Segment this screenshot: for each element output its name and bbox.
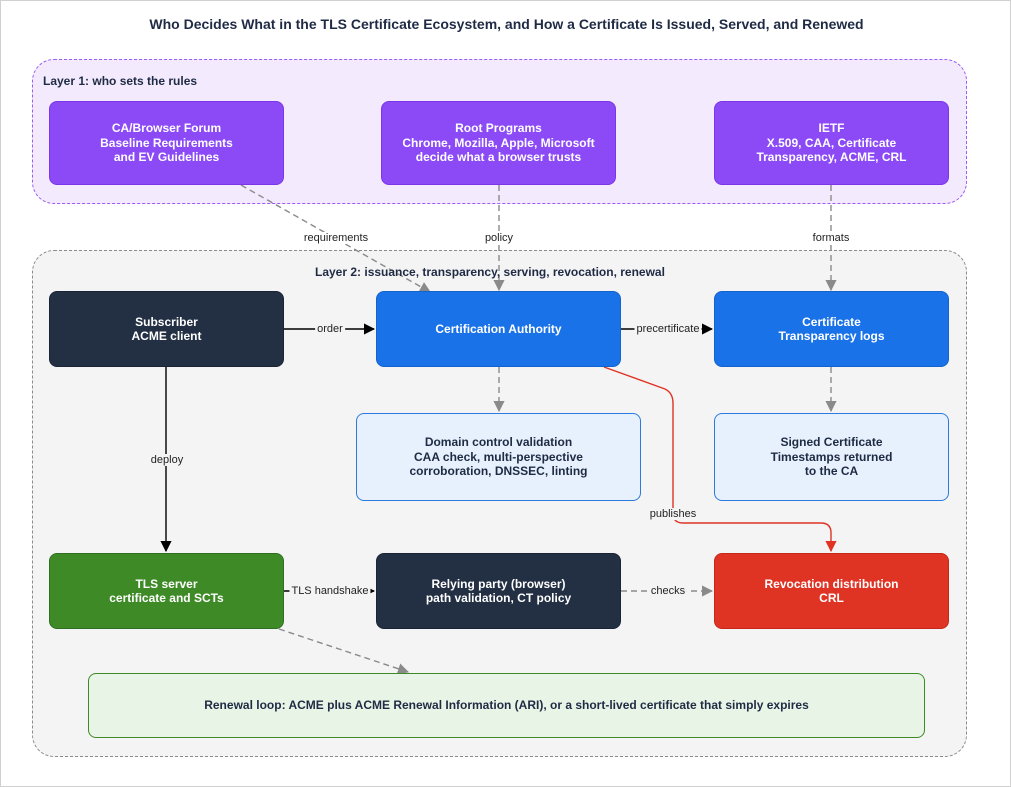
relying-party-label: Relying party (browser) path validation,… xyxy=(425,576,572,606)
edge-label-deploy: deploy xyxy=(148,454,186,466)
dcv-label: Domain control validation CAA check, mul… xyxy=(409,435,588,479)
root-programs-label: Root Programs Chrome, Mozilla, Apple, Mi… xyxy=(402,121,595,165)
ietf-node: IETF X.509, CAA, Certificate Transparenc… xyxy=(714,101,949,185)
edge-label-checks: checks xyxy=(648,585,688,597)
ietf-label: IETF X.509, CAA, Certificate Transparenc… xyxy=(756,121,907,165)
dcv-node: Domain control validation CAA check, mul… xyxy=(356,413,641,501)
cabforum-node: CA/Browser Forum Baseline Requirements a… xyxy=(49,101,284,185)
sct-node: Signed Certificate Timestamps returned t… xyxy=(714,413,949,501)
layer-2-label: Layer 2: issuance, transparency, serving… xyxy=(315,265,665,279)
layer-1-label: Layer 1: who sets the rules xyxy=(43,74,198,88)
root-programs-node: Root Programs Chrome, Mozilla, Apple, Mi… xyxy=(381,101,616,185)
ct-logs-label: Certificate Transparency logs xyxy=(778,314,885,344)
edge-label-requirements: requirements xyxy=(301,232,371,244)
edge-label-precertificate: precertificate xyxy=(634,323,702,335)
edge-publishes xyxy=(603,366,837,553)
relying-party-node: Relying party (browser) path validation,… xyxy=(376,553,621,629)
subscriber-node: Subscriber ACME client xyxy=(49,291,284,367)
tls-server-label: TLS server certificate and SCTs xyxy=(109,576,224,606)
diagram-title: Who Decides What in the TLS Certificate … xyxy=(149,16,864,32)
renewal-node: Renewal loop: ACME plus ACME Renewal Inf… xyxy=(88,673,925,738)
tls-server-node: TLS server certificate and SCTs xyxy=(49,553,284,629)
renewal-label: Renewal loop: ACME plus ACME Renewal Inf… xyxy=(204,698,809,713)
edge-label-formats: formats xyxy=(810,232,852,244)
edge-requirements xyxy=(240,184,431,293)
edge-label-policy: policy xyxy=(482,232,516,244)
cabforum-label: CA/Browser Forum Baseline Requirements a… xyxy=(100,121,233,165)
edge-label-order: order xyxy=(315,323,345,335)
revocation-label: Revocation distribution CRL xyxy=(764,576,899,606)
revocation-node: Revocation distribution CRL xyxy=(714,553,949,629)
ct-logs-node: Certificate Transparency logs xyxy=(714,291,949,367)
ca-node: Certification Authority xyxy=(376,291,621,367)
subscriber-label: Subscriber ACME client xyxy=(131,314,202,344)
edge-server-to-renewal xyxy=(278,628,410,675)
edge-label-publishes: publishes xyxy=(647,508,699,520)
edge-label-tls-handshake: TLS handshake xyxy=(289,585,371,597)
sct-label: Signed Certificate Timestamps returned t… xyxy=(770,435,893,479)
ca-label: Certification Authority xyxy=(435,321,562,336)
